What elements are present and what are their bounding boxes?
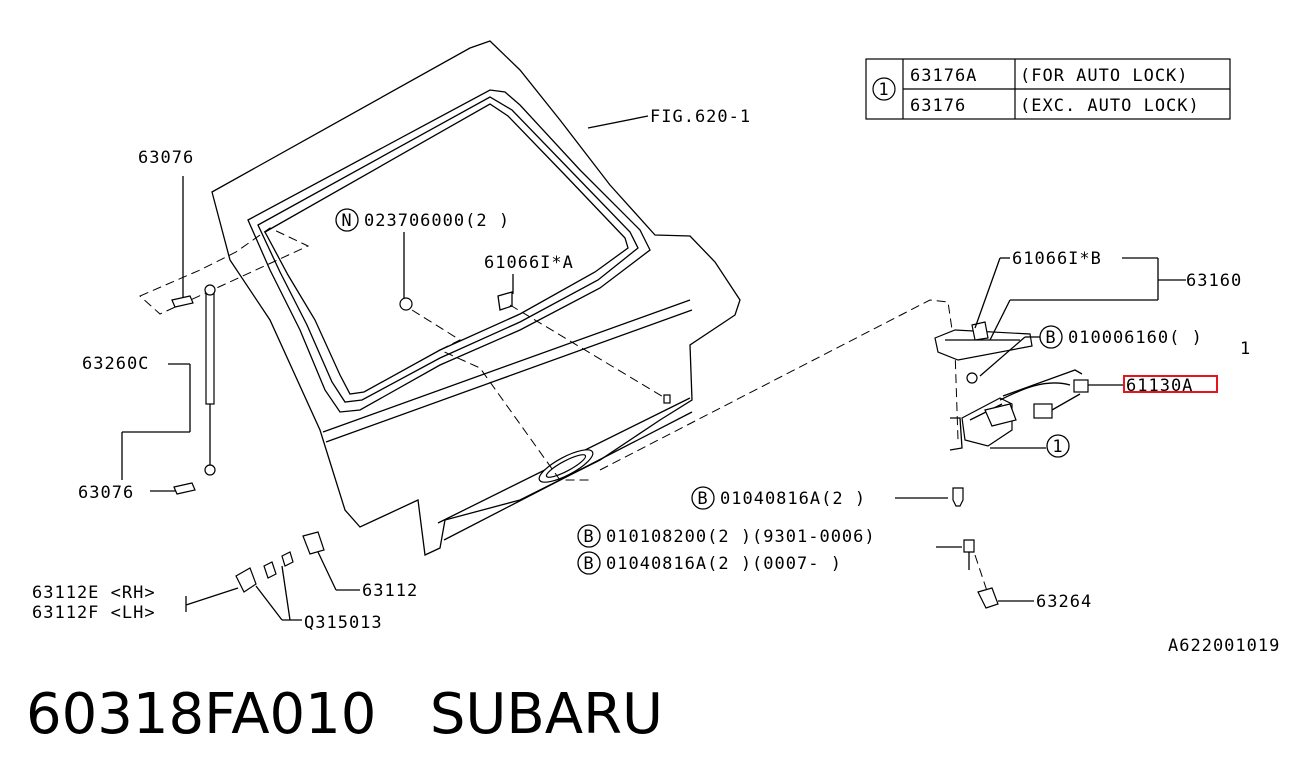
handle-assembly: 61066I*B 63160 bbox=[934, 249, 1242, 361]
gas-strut: 63076 63260C 63076 bbox=[78, 148, 216, 503]
part-footer: 60318FA010 SUBARU bbox=[26, 680, 663, 750]
label-nut: 023706000(2 ) bbox=[364, 211, 510, 231]
part-number: 60318FA010 bbox=[26, 682, 377, 747]
hinge-assembly: 63112E <RH> 63112F <LH> 63112 Q315013 bbox=[32, 531, 418, 633]
label-hinge-lh: 63112F <LH> bbox=[32, 603, 156, 623]
label-bolt-d: 01040816A(2 )(0007- ) bbox=[606, 554, 842, 574]
label-nut-mark: N bbox=[341, 211, 352, 231]
label-hinge-rh: 63112E <RH> bbox=[32, 583, 156, 603]
table-ref-number: 1 bbox=[878, 80, 889, 100]
striker-assembly: B 010108200(2 )(9301-0006) B 01040816A(2… bbox=[577, 524, 1092, 612]
label-strut-bottom: 63076 bbox=[78, 483, 134, 503]
label-bolt-a: 010006160( ) bbox=[1068, 328, 1203, 348]
label-bolt-c-mark: B bbox=[583, 527, 594, 547]
label-clip-b: 61066I*B bbox=[1012, 249, 1102, 269]
label-latch-ref: 1 bbox=[1052, 437, 1063, 457]
label-strut-top: 63076 bbox=[138, 148, 194, 168]
bolt-b-callout: B 01040816A(2 ) bbox=[691, 486, 964, 510]
bolt-a-callout: B 010006160( ) 1 bbox=[966, 325, 1251, 384]
label-bolt-d-mark: B bbox=[583, 554, 594, 574]
label-fig-reference: FIG.620-1 bbox=[650, 107, 751, 127]
label-handle: 63160 bbox=[1186, 271, 1242, 291]
label-bolt-b-mark: B bbox=[697, 489, 708, 509]
parts-diagram: 1 63176A (FOR AUTO LOCK) 63176 (EXC. AUT… bbox=[32, 40, 1280, 656]
label-hinge-cover: 63112 bbox=[362, 581, 418, 601]
label-striker: 63264 bbox=[1036, 592, 1092, 612]
label-bolt-a-mark: B bbox=[1045, 328, 1056, 348]
diagram-code: A622001019 bbox=[1168, 636, 1280, 656]
table-note-2: (EXC. AUTO LOCK) bbox=[1020, 96, 1200, 116]
label-strut: 63260C bbox=[82, 354, 149, 374]
latch-assembly: 61130A 1 bbox=[949, 369, 1218, 458]
table-part-2: 63176 bbox=[910, 96, 966, 116]
brand-name: SUBARU bbox=[429, 682, 663, 747]
label-bolt-a-suffix: 1 bbox=[1240, 339, 1251, 359]
table-part-1: 63176A bbox=[910, 66, 977, 86]
label-bolt-c: 010108200(2 )(9301-0006) bbox=[606, 527, 876, 547]
label-clip-a: 61066I*A bbox=[484, 253, 574, 273]
reference-table: 1 63176A (FOR AUTO LOCK) 63176 (EXC. AUT… bbox=[865, 58, 1231, 120]
tailgate-drawing bbox=[211, 40, 741, 556]
dashed-guides bbox=[139, 227, 991, 601]
label-bolt-b: 01040816A(2 ) bbox=[720, 489, 866, 509]
label-hinge-bolt: Q315013 bbox=[304, 613, 383, 633]
highlight-box bbox=[1123, 375, 1218, 393]
label-harness: 61130A bbox=[1126, 376, 1193, 396]
nut-callout: N 023706000(2 ) bbox=[335, 208, 510, 298]
table-note-1: (FOR AUTO LOCK) bbox=[1020, 66, 1189, 86]
